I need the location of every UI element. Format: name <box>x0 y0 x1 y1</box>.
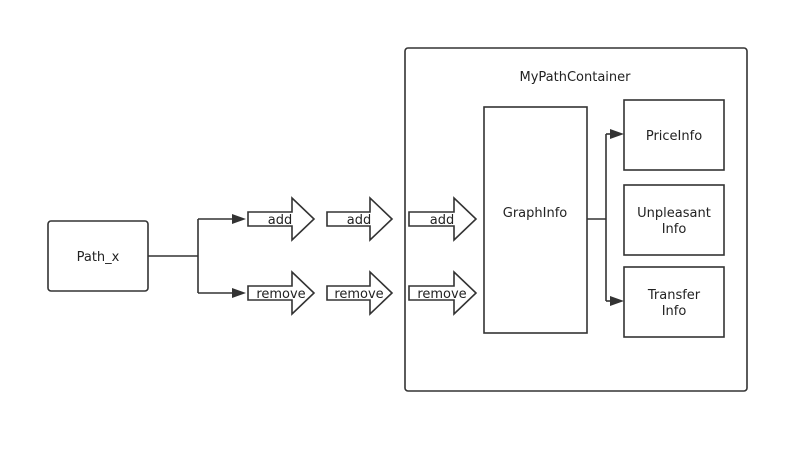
arrowhead-add <box>232 214 246 224</box>
node-graph-info[interactable]: GraphInfo <box>483 106 588 334</box>
remove-arrow-3[interactable]: remove <box>408 270 478 316</box>
node-transfer-info[interactable]: Transfer Info <box>623 266 725 338</box>
container-title: MyPathContainer <box>520 70 632 85</box>
graph-connector <box>587 129 624 306</box>
add-arrow-3-label: add <box>430 213 454 228</box>
arrowhead-remove <box>232 288 246 298</box>
node-price-info-label: PriceInfo <box>646 129 702 144</box>
node-transfer-info-line2: Info <box>662 304 687 319</box>
node-unpleasant-info-line1: Unpleasant <box>637 206 711 221</box>
add-arrow-2[interactable]: add <box>326 196 394 242</box>
node-unpleasant-info[interactable]: Unpleasant Info <box>623 184 725 256</box>
remove-arrow-2[interactable]: remove <box>326 270 394 316</box>
node-transfer-info-line1: Transfer <box>647 288 701 303</box>
node-price-info[interactable]: PriceInfo <box>623 99 725 171</box>
add-arrow-2-label: add <box>347 213 371 228</box>
remove-arrow-2-label: remove <box>334 287 383 302</box>
node-graph-info-label: GraphInfo <box>503 206 568 221</box>
arrowhead-price <box>610 129 624 139</box>
add-arrow-1-label: add <box>268 213 292 228</box>
add-arrow-1[interactable]: add <box>247 196 316 242</box>
node-path-x-label: Path_x <box>77 250 120 265</box>
arrowhead-transfer <box>610 296 624 306</box>
node-unpleasant-info-line2: Info <box>662 222 687 237</box>
remove-arrow-1[interactable]: remove <box>247 270 316 316</box>
source-connector <box>148 214 246 298</box>
remove-arrow-1-label: remove <box>256 287 305 302</box>
remove-arrow-3-label: remove <box>417 287 466 302</box>
node-path-x[interactable]: Path_x <box>47 220 149 292</box>
add-arrow-3[interactable]: add <box>408 196 478 242</box>
